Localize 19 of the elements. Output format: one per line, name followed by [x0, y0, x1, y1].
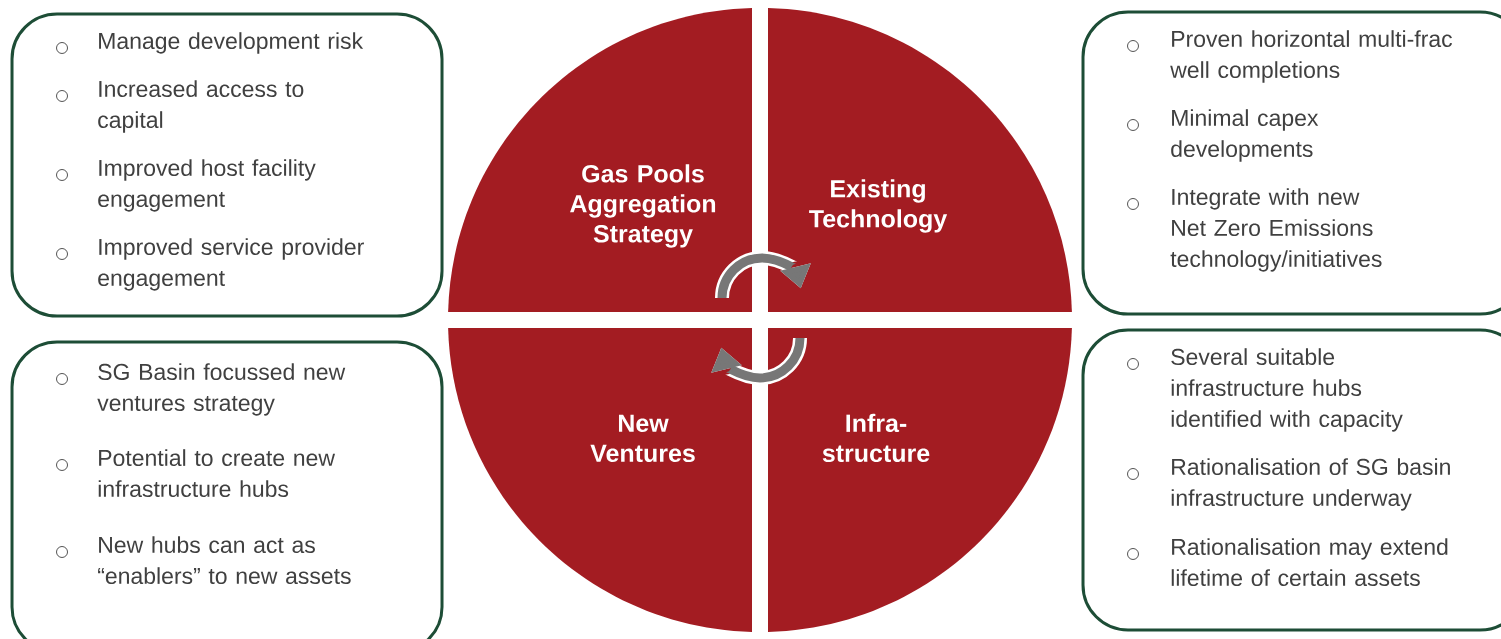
bullet-item: Increased access to capital [56, 80, 304, 133]
bullet-item: Rationalisation may extend lifetime of certain assets [1127, 538, 1448, 587]
quadrant-segment: Infra-structure [768, 328, 1072, 632]
bullet-item: Several suitable infrastructure hubs identified with capacity [1127, 348, 1403, 432]
quadrant-segment: Existing Technology [768, 8, 1072, 312]
cycle-arrow [711, 337, 807, 385]
quadrant-segment: New Ventures [448, 328, 752, 632]
bullet-item: Integrate with new Net Zero Emissions technology/initiatives [1127, 188, 1382, 272]
bullet-item: Potential to create new infrastructure hubs [56, 449, 336, 498]
bullet-item: Proven horizontal multi-frac well completions [1127, 30, 1453, 83]
bullet-item: SG Basin focussed new ventures strategy [56, 363, 346, 416]
bullet-item: New hubs can act as “enablers” to new assets [56, 536, 351, 585]
cycle-arrow [715, 251, 811, 299]
bullet-item: Manage development risk [56, 32, 364, 54]
bullet-item: Minimal capex developments [1127, 109, 1319, 162]
bullet-item: Improved host facility engagement [56, 159, 316, 212]
bullet-item: Rationalisation of SG basin infrastructure underway [1127, 458, 1450, 511]
quadrant-segment: Gas Pools Aggregation Strategy [448, 8, 752, 312]
bullet-item: Improved service provider engagement [56, 238, 364, 291]
